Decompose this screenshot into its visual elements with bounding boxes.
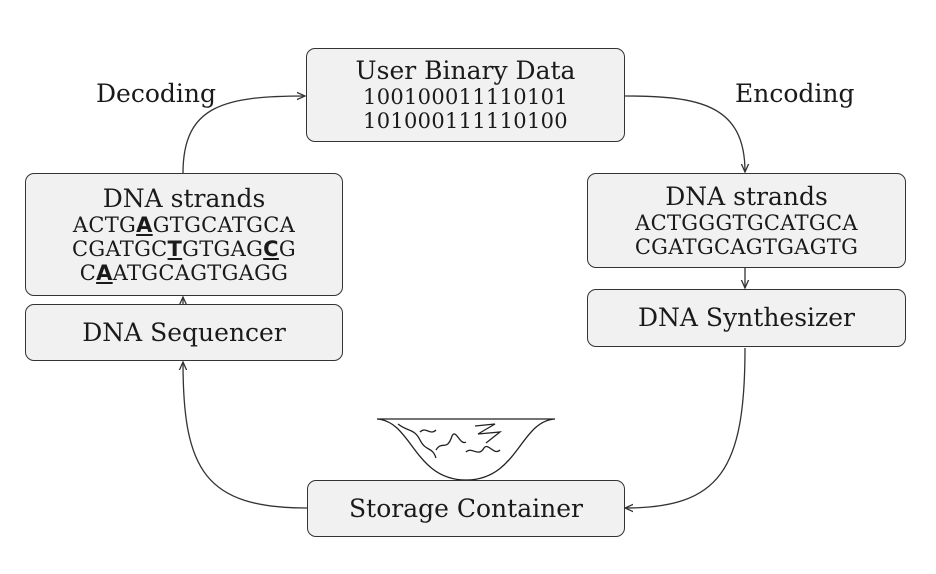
substitution-error: A bbox=[96, 260, 113, 285]
encoded-dna-strands-box: DNA strands ACTGGGTGCATGCA CGATGCAGTGAGT… bbox=[587, 173, 906, 268]
to-sequencer-arrow bbox=[183, 362, 308, 509]
dna-sequencer-box: DNA Sequencer bbox=[25, 304, 343, 361]
read-strand-2: CGATGCTGTGAGCG bbox=[72, 236, 296, 261]
binary-line-1: 100100011110101 bbox=[363, 85, 568, 109]
encode-arrow bbox=[624, 95, 745, 172]
read-strand-3: CAATGCAGTGAGG bbox=[79, 260, 289, 285]
substitution-error: T bbox=[167, 236, 183, 261]
read-dna-strands-box: DNA strands ACTGAGTGCATGCA CGATGCTGTGAGC… bbox=[25, 173, 343, 296]
substitution-error: C bbox=[263, 236, 279, 261]
read-strands-title: DNA strands bbox=[102, 183, 266, 213]
to-storage-arrow bbox=[625, 347, 746, 508]
container-vessel-icon bbox=[376, 418, 556, 481]
binary-line-2: 101000111110100 bbox=[363, 109, 568, 133]
decoding-label: Decoding bbox=[96, 79, 216, 108]
user-binary-data-title: User Binary Data bbox=[355, 56, 576, 85]
read-strand-1: ACTGAGTGCATGCA bbox=[72, 212, 296, 237]
user-binary-data-box: User Binary Data 100100011110101 1010001… bbox=[306, 48, 625, 142]
dna-synthesizer-label: DNA Synthesizer bbox=[638, 303, 855, 332]
decode-arrow bbox=[182, 96, 305, 174]
encoding-label: Encoding bbox=[735, 79, 855, 108]
storage-container-label: Storage Container bbox=[349, 493, 583, 523]
storage-container-box: Storage Container bbox=[307, 480, 625, 537]
substitution-error: A bbox=[136, 212, 153, 237]
encoded-strands-title: DNA strands bbox=[665, 181, 828, 211]
dna-sequencer-label: DNA Sequencer bbox=[82, 317, 286, 347]
encoded-strand-1: ACTGGGTGCATGCA bbox=[635, 210, 858, 235]
encoded-strand-2: CGATGCAGTGAGTG bbox=[634, 234, 859, 259]
dna-synthesizer-box: DNA Synthesizer bbox=[587, 289, 906, 347]
